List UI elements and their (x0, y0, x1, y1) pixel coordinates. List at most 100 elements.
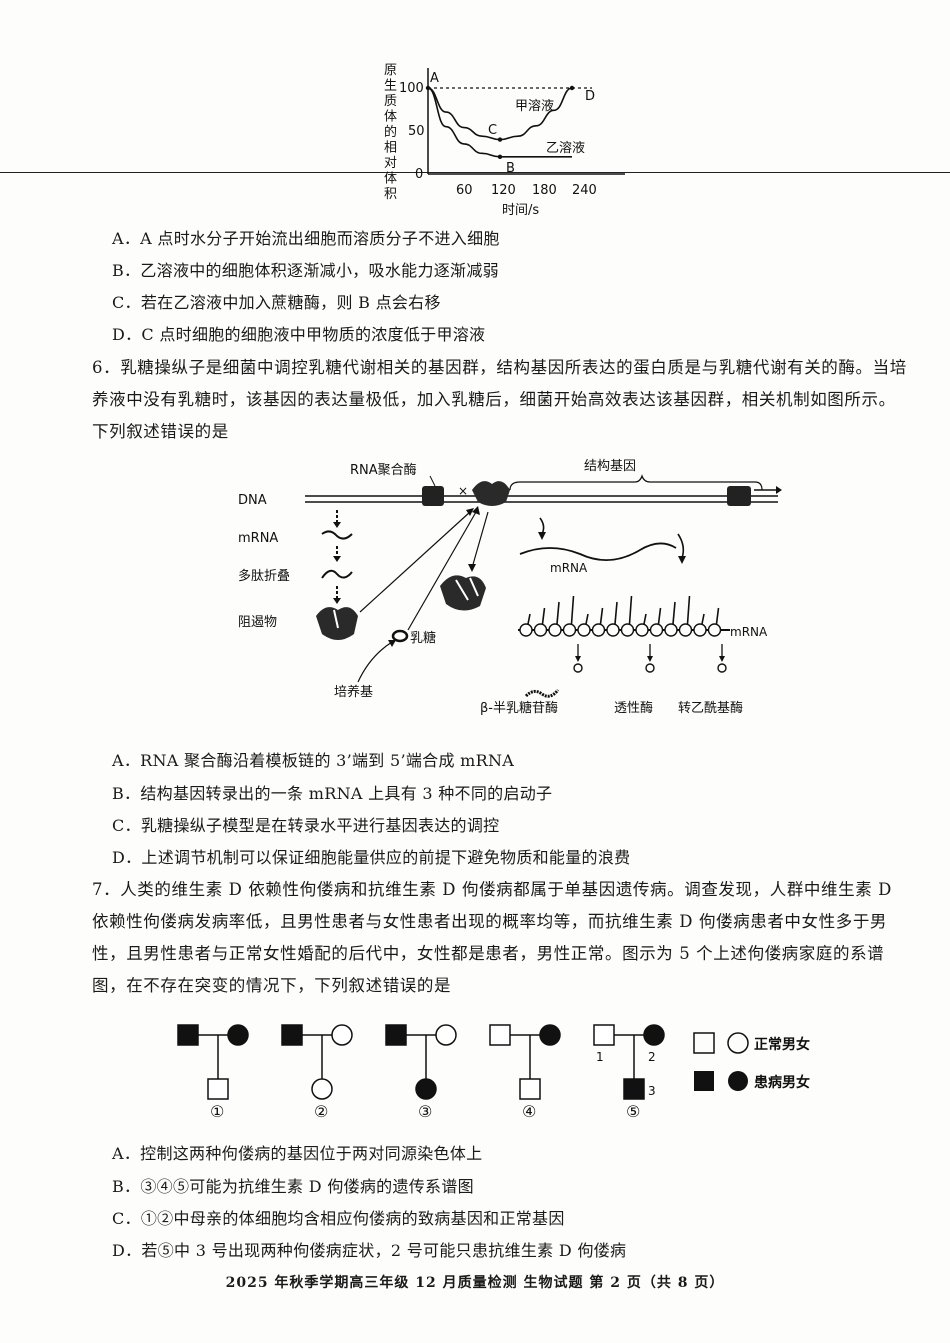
nascent-peptide-icon (628, 595, 633, 625)
transcription-arrow-left (539, 517, 545, 535)
right-arrow-head-icon (776, 486, 782, 494)
arrow-lactose-to-operator (407, 511, 477, 631)
product-arrow-3-head-icon (719, 656, 725, 662)
mrna-left-squiggle (321, 530, 353, 540)
label-repressor: 阻遏物 (238, 615, 277, 630)
ytick-100: 100 (399, 81, 424, 96)
nascent-peptide-icon (614, 601, 618, 625)
father-symbol (385, 1024, 407, 1046)
child-daughter-symbol (415, 1078, 437, 1100)
nascent-peptide-icon (599, 607, 604, 625)
label-mrna-right: mRNA (730, 625, 768, 639)
arrow-lactose-head-icon (472, 506, 480, 515)
member-number-3: 3 (648, 1084, 656, 1098)
child-daughter-symbol (311, 1078, 333, 1100)
mother-symbol (539, 1024, 561, 1046)
down-arrow-1-head-icon (333, 522, 341, 528)
rna-pol-pointer (429, 475, 436, 487)
graph-xlabel: 时间/s (502, 203, 539, 218)
nascent-peptide-icon (686, 595, 691, 625)
enzyme1-chain-icon (524, 689, 560, 698)
mother-symbol (643, 1024, 665, 1046)
father-symbol (281, 1024, 303, 1046)
product-arrow-2-head-icon (647, 656, 653, 662)
terminator-block (727, 486, 751, 506)
child-son-symbol (519, 1078, 541, 1100)
label-medium: 培养基 (334, 684, 373, 700)
graph-ylabel: 原生质体的相对体积 (384, 63, 397, 202)
translation-arrow-head-icon (678, 556, 686, 564)
repressor-notch (333, 609, 339, 629)
point-label-d: D (585, 89, 595, 104)
q6-option-d: D．上述调节机制可以保证细胞能量供应的前提下避免物质和能量的浪费 (112, 848, 631, 867)
ribosome-icon (591, 623, 606, 637)
q5-option-d: D．C 点时细胞的细胞液中甲物质的浓度低于甲溶液 (112, 325, 486, 344)
ribosome-icon (606, 623, 620, 637)
ribosome-group (519, 595, 722, 637)
nascent-peptide-icon (657, 607, 662, 625)
ribosome-icon (664, 623, 678, 637)
ribosome-icon (577, 623, 591, 637)
legend-affected-male-icon (694, 1071, 714, 1091)
child-son-symbol (623, 1078, 645, 1100)
q6-option-b: B．结构基因转录出的一条 mRNA 上具有 3 种不同的启动子 (112, 784, 553, 803)
point-b-marker (497, 154, 503, 159)
nascent-peptide-icon (701, 613, 705, 625)
family-label: ④ (522, 1102, 536, 1121)
arrow-release-repressor (471, 511, 489, 569)
ribosome-icon (707, 623, 722, 637)
q6-option-a: A．RNA 聚合酶沿着模板链的 3’端到 5’端合成 mRNA (112, 751, 515, 770)
label-structural-gene: 结构基因 (584, 459, 636, 474)
mother-symbol (227, 1024, 249, 1046)
series-label-jia: 甲溶液 (515, 99, 554, 114)
legend-affected-label: 患病男女 (754, 1074, 810, 1091)
nascent-peptide-icon (715, 607, 720, 625)
point-a-marker (425, 85, 431, 91)
label-mrna-left: mRNA (238, 531, 278, 546)
ribosome-icon (533, 623, 548, 637)
inactive-repressor-lines (455, 577, 479, 601)
q7-option-c: C．①②中母亲的体细胞均含相应佝偻病的致病基因和正常基因 (112, 1209, 565, 1228)
enzyme2-dot-icon (645, 663, 655, 673)
arrow-medium-to-lactose (357, 641, 393, 683)
point-label-a: A (430, 71, 439, 86)
ribosome-icon (678, 623, 693, 637)
product-arrow-1-head-icon (575, 656, 581, 662)
top-rule (0, 172, 950, 173)
structural-gene-bracket (509, 474, 763, 491)
down-arrow-3-head-icon (333, 598, 341, 604)
family-label: ③ (418, 1102, 432, 1121)
father-symbol (177, 1024, 199, 1046)
point-d-marker (569, 85, 575, 91)
point-c-marker (497, 137, 503, 142)
father-symbol (489, 1024, 511, 1046)
cross-mark: × (458, 484, 468, 498)
xtick-60: 60 (456, 183, 473, 198)
legend-normal-female-icon (727, 1032, 749, 1054)
label-lactose: 乳糖 (410, 630, 436, 646)
mother-symbol (435, 1024, 457, 1046)
transcribed-mrna-line (519, 542, 677, 562)
member-number-1: 1 (596, 1050, 604, 1064)
nascent-peptide-icon (527, 613, 531, 625)
nascent-peptide-icon (585, 613, 589, 625)
q5-option-c: C．若在乙溶液中加入蔗糖酶，则 B 点会右移 (112, 293, 441, 312)
label-beta-galactosidase: β-半乳糖苷酶 (480, 700, 558, 716)
transcription-arrow-left-head-icon (538, 532, 546, 540)
label-permease: 透性酶 (614, 700, 653, 716)
repressor-on-dna-icon (472, 481, 510, 506)
nascent-peptide-icon (672, 601, 676, 625)
series-label-yi: 乙溶液 (546, 141, 585, 156)
q6-stem: 6．乳糖操纵子是细菌中调控乳糖代谢相关的基因群，结构基因所表达的蛋白质是与乳糖代… (92, 358, 907, 441)
arrow-release-head-icon (468, 564, 476, 572)
q7-stem: 7．人类的维生素 D 依赖性佝偻病和抗维生素 D 佝偻病都属于单基因遗传病。调查… (92, 880, 893, 995)
father-symbol (593, 1024, 615, 1046)
xtick-120: 120 (491, 183, 516, 198)
arrow-medium-head-icon (388, 640, 396, 647)
label-mrna-mid: mRNA (550, 561, 588, 575)
q7-option-a: A．控制这两种佝偻病的基因位于两对同源染色体上 (112, 1144, 483, 1163)
child-son-symbol (207, 1078, 229, 1100)
q5-option-b: B．乙溶液中的细胞体积逐渐减小，吸水能力逐渐减弱 (112, 261, 499, 280)
nascent-peptide-icon (541, 607, 546, 625)
